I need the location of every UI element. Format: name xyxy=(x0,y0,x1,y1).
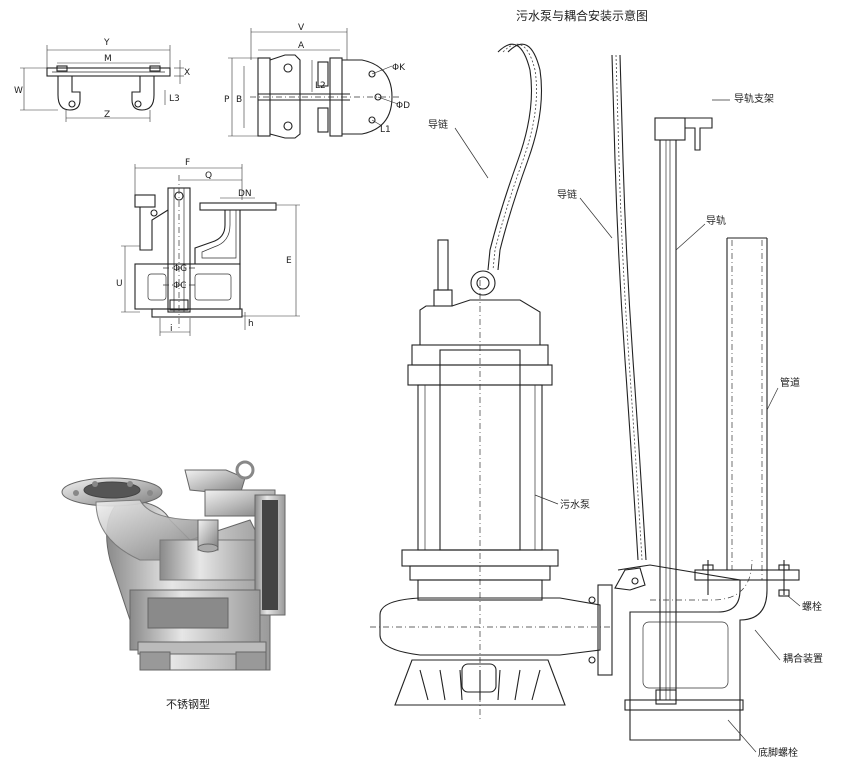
stainless-coupling-photo xyxy=(61,460,286,671)
diagram-title: 污水泵与耦合安装示意图 xyxy=(516,8,648,23)
base-plan-drawing: Y M Z W X L3 xyxy=(14,38,190,122)
dim-h-label: h xyxy=(248,319,254,329)
dim-phid-label: ΦD xyxy=(396,101,410,111)
dim-u-label: U xyxy=(116,279,123,289)
dim-phik-label: ΦK xyxy=(392,63,406,73)
dim-m-label: M xyxy=(104,54,112,64)
dim-i-label: i xyxy=(170,324,173,334)
coupling-elevation-drawing: F Q DN ΦG ΦC U E i xyxy=(116,158,300,336)
callout-rail-bracket: 导轨支架 xyxy=(734,92,774,105)
callout-coupling: 耦合装置 xyxy=(783,652,823,665)
callout-chain-left: 导链 xyxy=(428,118,448,131)
dim-l2-label: L2 xyxy=(315,81,326,91)
dim-x-label: X xyxy=(184,68,190,78)
dim-f-label: F xyxy=(185,158,190,168)
dim-v-label: V xyxy=(298,23,305,33)
dim-q-label: Q xyxy=(205,171,212,181)
dim-a-label: A xyxy=(298,41,305,51)
dim-p-label: P xyxy=(224,95,230,105)
dim-dn-label: DN xyxy=(238,189,252,199)
coupling-plan-drawing: V A P B L2 ΦK ΦD L1 xyxy=(224,23,410,139)
photo-caption: 不锈钢型 xyxy=(166,697,210,711)
dim-w-label: W xyxy=(14,86,23,96)
callout-anchor-bolt: 底脚螺栓 xyxy=(758,746,798,759)
callout-guide-rail: 导轨 xyxy=(706,214,726,227)
callout-pump: 污水泵 xyxy=(560,499,590,511)
callout-bolt: 螺栓 xyxy=(802,600,822,613)
dim-z-label: Z xyxy=(104,110,110,120)
callout-pipe: 管道 xyxy=(780,376,800,389)
dim-l1-label: L1 xyxy=(380,125,391,135)
dim-y-label: Y xyxy=(103,38,110,48)
dim-b-label: B xyxy=(236,95,242,105)
dim-l3-label: L3 xyxy=(169,94,180,104)
dim-phig-label: ΦG xyxy=(173,264,187,274)
dim-phic-label: ΦC xyxy=(173,281,186,291)
dim-e-label: E xyxy=(286,256,292,266)
callout-chain-right: 导链 xyxy=(557,188,577,201)
main-installation-drawing xyxy=(370,43,801,753)
